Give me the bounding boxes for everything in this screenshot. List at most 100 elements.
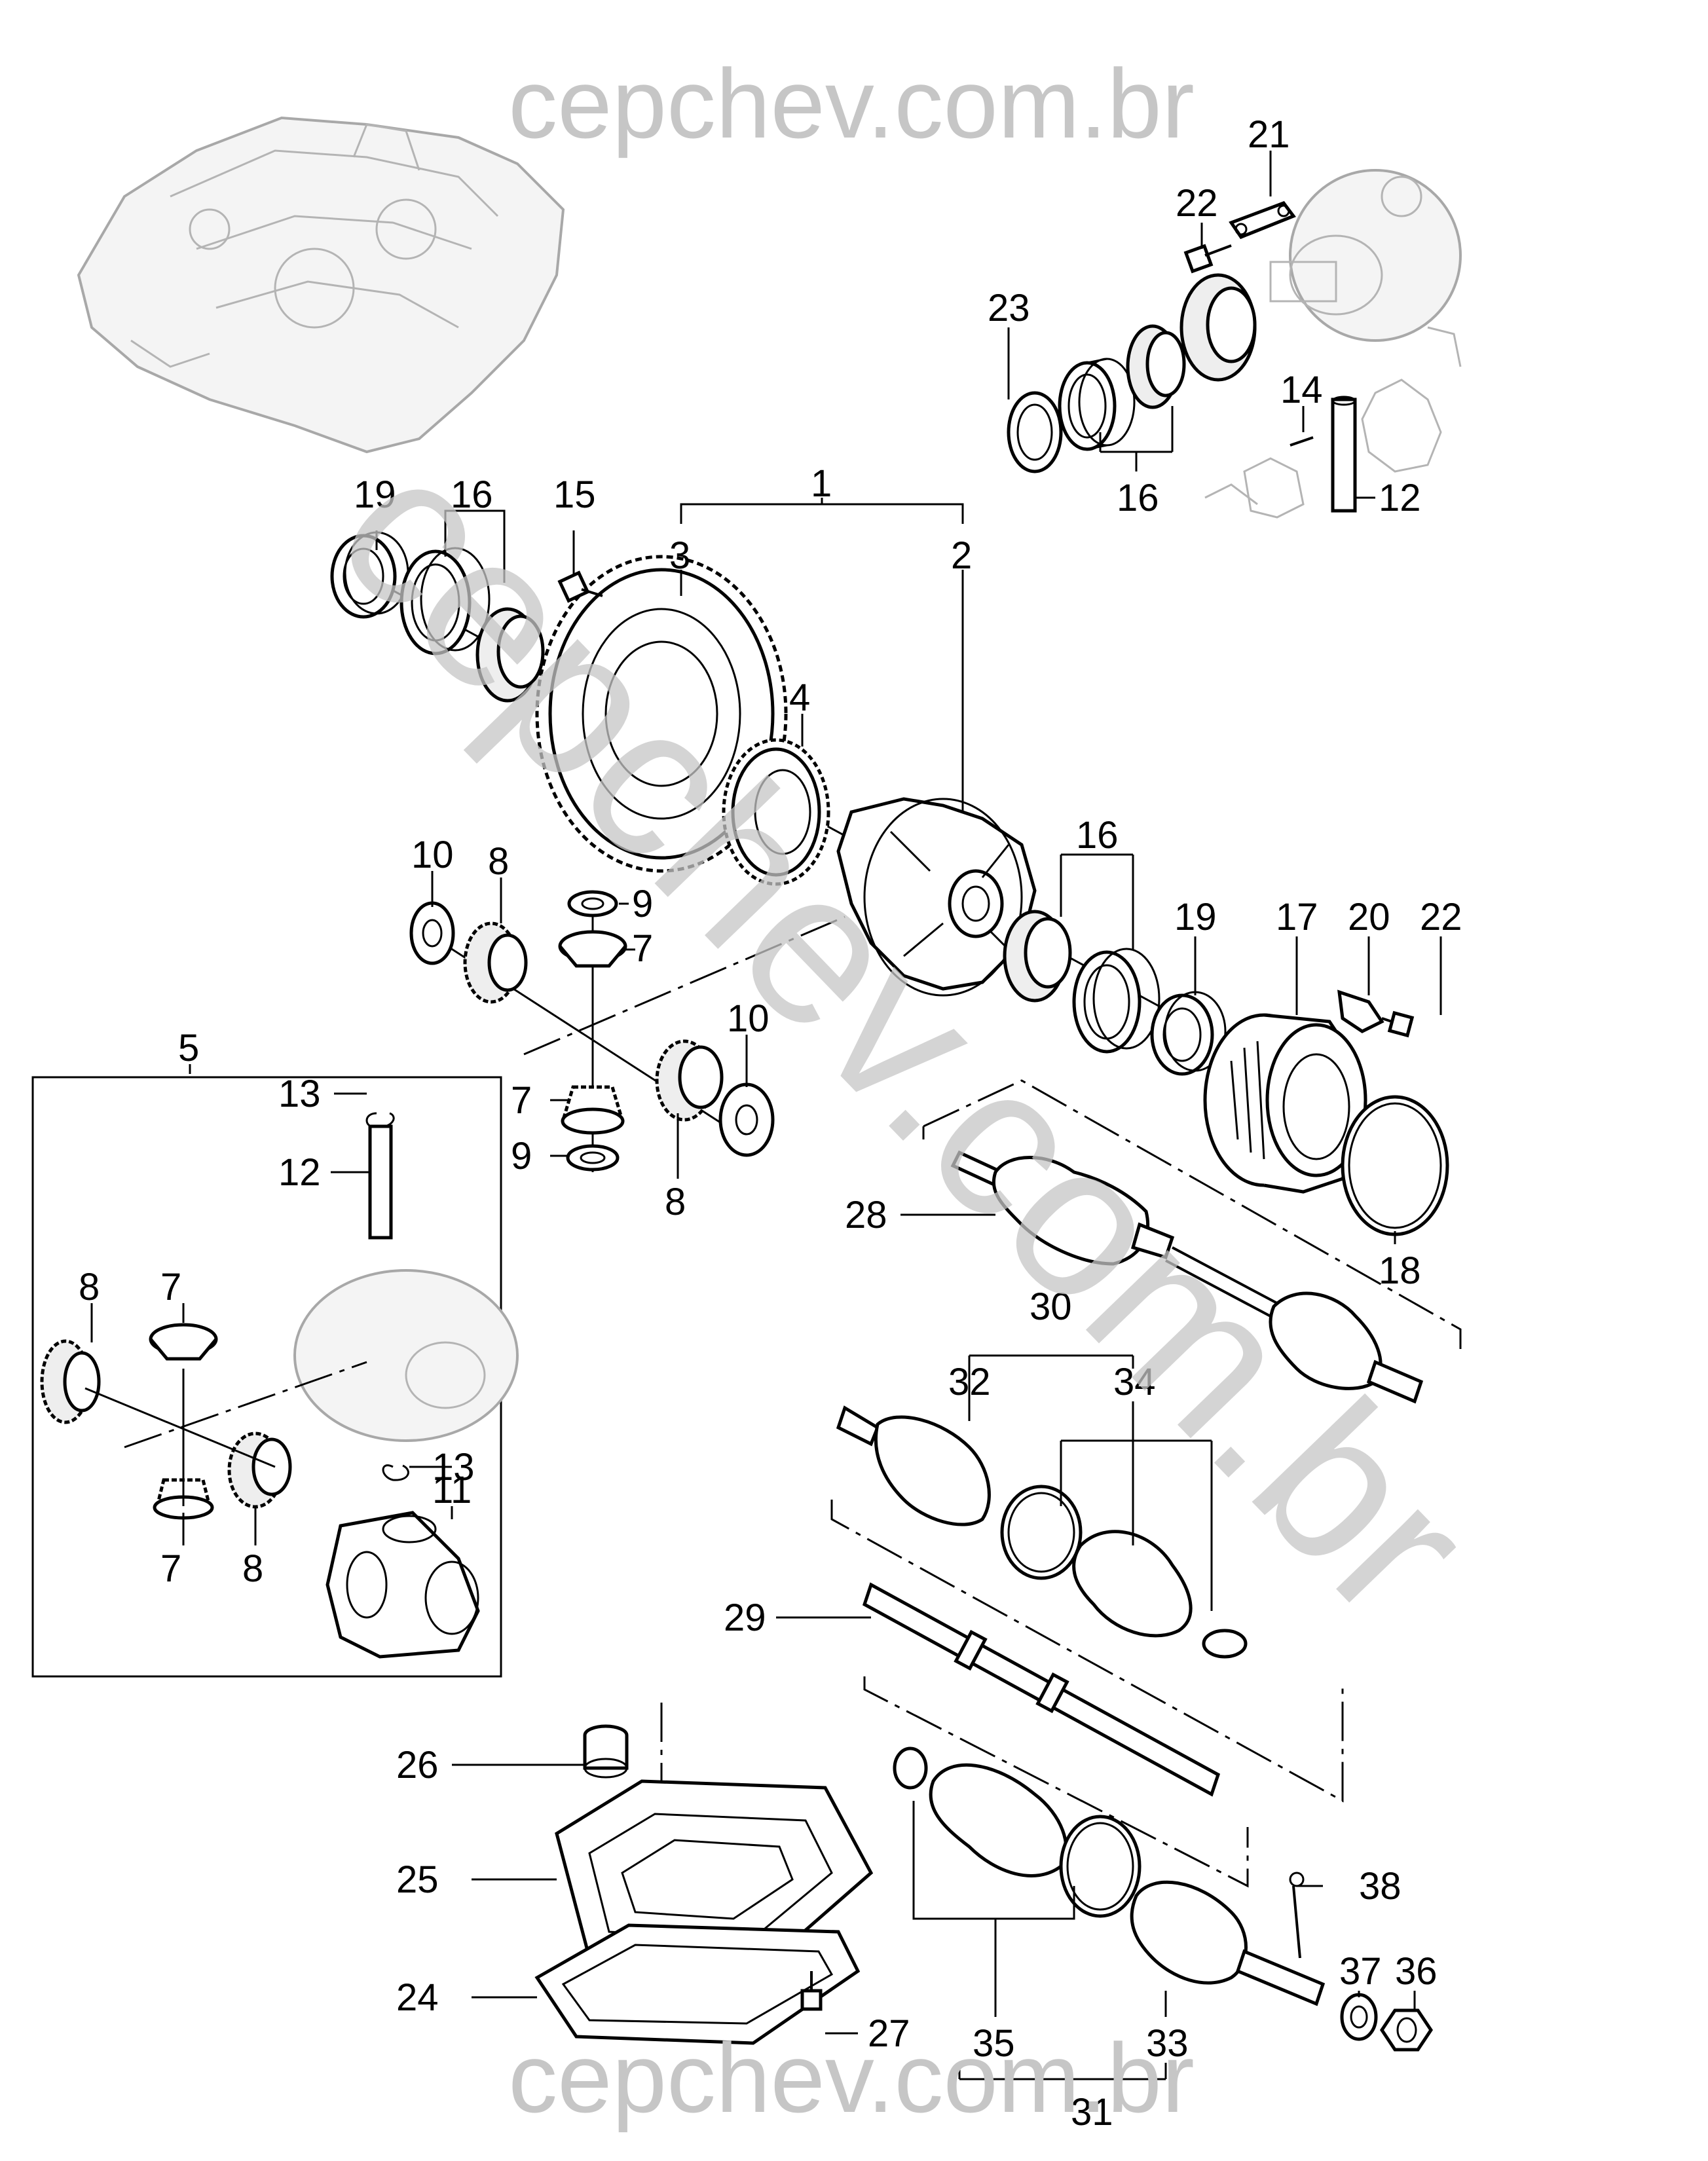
ring-gear-3 (535, 555, 788, 873)
callout-31: 31 (1071, 2091, 1113, 2133)
boot-34 (1072, 1530, 1193, 1638)
bracket-28 (923, 1079, 1462, 1349)
washer-37 (1340, 1993, 1378, 2041)
callout-29: 29 (724, 1597, 766, 1639)
callout-33: 33 (1146, 2022, 1189, 2065)
bolt-22-right (1381, 1010, 1415, 1038)
clamp-34-right (1202, 1629, 1248, 1659)
callout-16-a: 16 (451, 473, 493, 516)
clamp-35-right (1059, 1815, 1142, 1918)
callout-35: 35 (973, 2022, 1015, 2065)
speed-sensor-ring-17 (1203, 1013, 1367, 1194)
clamp-35-left (893, 1746, 928, 1790)
callout-37: 37 (1339, 1950, 1382, 1993)
plug-26 (583, 1724, 629, 1779)
cv-joint-32 (836, 1405, 991, 1526)
pinion-gear-7-top (558, 930, 627, 968)
side-gear-8-left (463, 921, 528, 1004)
callout-8-c: 8 (79, 1266, 100, 1308)
callout-12-a: 12 (1379, 477, 1421, 519)
pin-14 (1290, 436, 1314, 447)
bearing-race-23 (1007, 391, 1063, 473)
castle-nut-36 (1379, 2008, 1434, 2052)
callout-9-a: 9 (632, 883, 653, 925)
callout-24: 24 (396, 1976, 439, 2019)
callout-27: 27 (868, 2012, 910, 2055)
bolt-22-top (1183, 244, 1232, 274)
leader-lines (90, 151, 1442, 2080)
callout-5: 5 (178, 1027, 199, 1069)
speedometer-gear-4 (722, 738, 830, 886)
o-ring-18 (1341, 1095, 1449, 1236)
callout-26: 26 (396, 1744, 439, 1786)
callout-34: 34 (1113, 1361, 1156, 1403)
shaft-29 (862, 1582, 1221, 1797)
washer-9-bottom (566, 1144, 620, 1172)
callout-36: 36 (1395, 1950, 1438, 1993)
bolt-27 (800, 1971, 823, 2011)
callout-18: 18 (1379, 1249, 1421, 1292)
callout-13-a: 13 (278, 1073, 321, 1115)
bracket-31 (863, 1676, 1249, 1888)
callout-9-b: 9 (511, 1135, 532, 1177)
callout-2: 2 (951, 534, 972, 577)
kit-5-contents (40, 1112, 519, 1659)
callout-8-d: 8 (242, 1547, 263, 1590)
bearing-cup-16-left (399, 547, 491, 656)
roller-bearing-16-left (475, 607, 545, 703)
oil-seal-19-right (1150, 991, 1227, 1076)
transaxle-housing-illustration (77, 116, 565, 454)
bearing-cup-16-top (1058, 358, 1136, 451)
callout-32: 32 (948, 1361, 991, 1403)
callout-7-d: 7 (160, 1547, 181, 1590)
callout-8-b: 8 (665, 1181, 686, 1223)
callout-13-b: 13 (432, 1446, 475, 1488)
side-gear-8-right (655, 1039, 724, 1122)
clamp-34-left (1000, 1485, 1083, 1580)
callout-10-b: 10 (727, 997, 770, 1040)
bolt-15 (557, 570, 603, 603)
shaft-12-top (1331, 396, 1357, 513)
thrust-washer-10-left (409, 901, 455, 965)
roller-bearing-16-top (1126, 324, 1186, 409)
lock-plate-21 (1229, 201, 1296, 240)
callout-7-a: 7 (632, 927, 653, 970)
drive-shaft-28 (950, 1150, 1424, 1404)
callout-4: 4 (789, 676, 810, 719)
clip-20 (1337, 989, 1384, 1033)
callout-20: 20 (1348, 896, 1390, 938)
callout-1: 1 (811, 462, 832, 505)
callout-19-b: 19 (1174, 896, 1217, 938)
callout-19-a: 19 (354, 473, 396, 516)
callout-8-a: 8 (488, 840, 509, 883)
callout-11: 11 (432, 1469, 472, 1511)
watermark-top: cepchev.com.br (508, 48, 1195, 158)
bracket-30-34 (830, 1500, 1344, 1803)
callout-22-b: 22 (1420, 896, 1462, 938)
callout-16-c: 16 (1117, 477, 1159, 519)
callout-21: 21 (1248, 113, 1290, 156)
pinion-gear-7-bottom (561, 1085, 625, 1135)
roller-bearing-16-right (1003, 910, 1072, 1003)
callout-38: 38 (1359, 1865, 1402, 1908)
callout-labels: 1 2 3 4 5 7 7 7 7 8 8 8 8 9 9 10 10 11 1… (79, 113, 1462, 2133)
callout-3: 3 (669, 534, 690, 577)
gasket-24 (534, 1923, 861, 2045)
callout-25: 25 (396, 1858, 439, 1901)
callout-16-b: 16 (1076, 814, 1119, 857)
callout-23: 23 (988, 287, 1030, 329)
callout-22-a: 22 (1176, 182, 1218, 225)
callout-12-b: 12 (278, 1151, 321, 1194)
callout-28: 28 (845, 1194, 887, 1236)
callout-15: 15 (553, 473, 596, 516)
cv-joint-33 (1130, 1880, 1326, 2006)
callout-17: 17 (1276, 896, 1318, 938)
watermark-bottom: cepchev.com.br (508, 2023, 1195, 2133)
differential-case-2 (836, 797, 1037, 997)
callout-7-c: 7 (160, 1266, 181, 1308)
thrust-washer-10-right (718, 1082, 775, 1157)
axis-line-cross (523, 915, 845, 1056)
washer-9-top (567, 890, 618, 917)
callout-10-a: 10 (411, 834, 454, 876)
